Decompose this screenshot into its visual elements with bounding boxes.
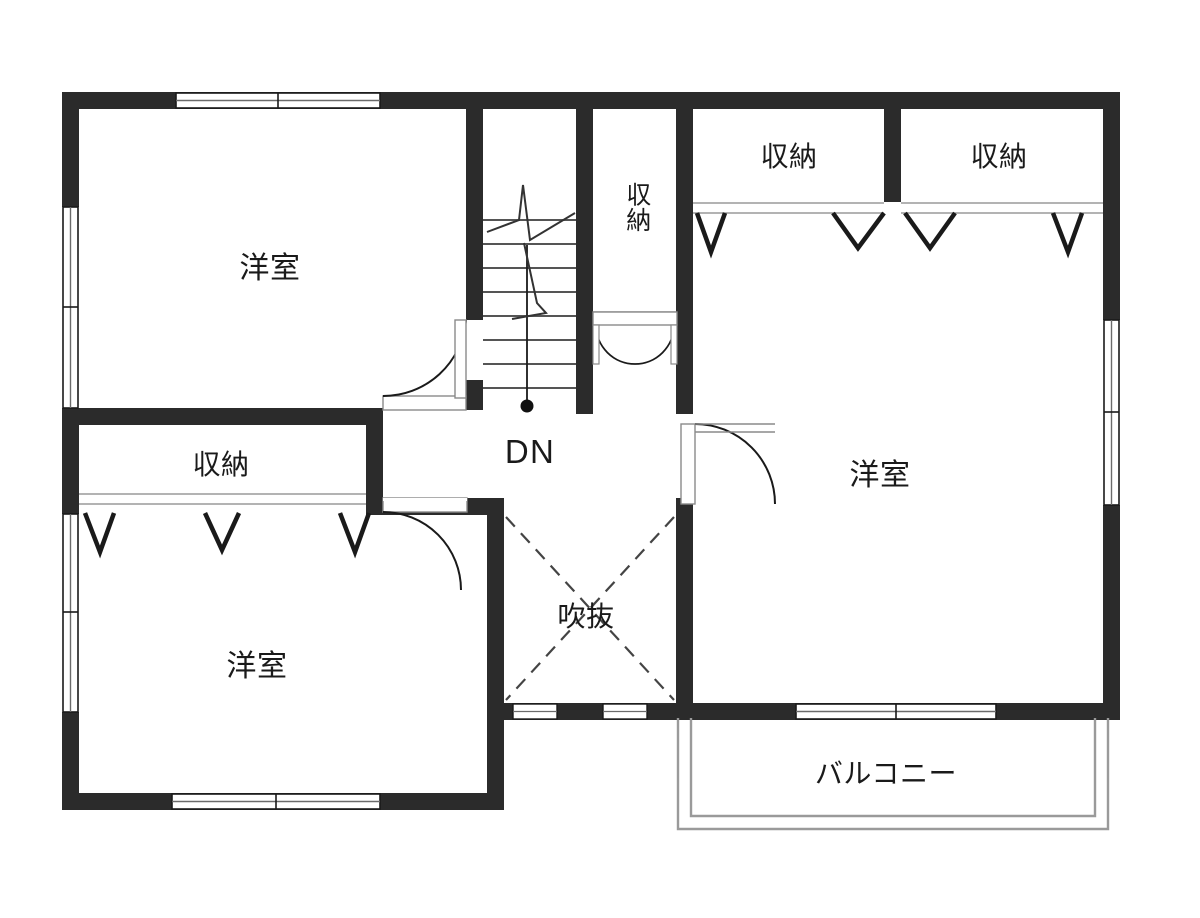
wall-mid-horizontal-left [62, 408, 382, 425]
wall-closet-divider-top-right [884, 92, 901, 202]
wall-outer-left-upper [62, 92, 79, 207]
room-label-closet-top-right-2: 収納 [970, 141, 1028, 172]
folding-door-closet-left [82, 512, 372, 559]
room-label-closet-top-right-1: 収納 [760, 141, 818, 172]
room-label-balcony: バルコニー [814, 758, 958, 789]
window-void-bottom-1 [512, 703, 558, 720]
window-left-upper [62, 206, 79, 409]
room-label-closet-left-middle: 収納 [192, 449, 250, 480]
stair-direction-label: DN [504, 433, 556, 470]
door-double-closet-middle [592, 311, 678, 365]
wall-landing-bottom [466, 395, 483, 410]
void-cross-icon [505, 516, 675, 701]
room-label-bedroom-bottom-left: 洋室 [226, 650, 288, 683]
wall-closet-left-right-side [366, 408, 383, 508]
wall-stair-left [466, 92, 483, 320]
balcony-outline [676, 718, 1110, 831]
wall-corridor-right-lower [676, 498, 693, 720]
wall-outer-left-lower [62, 712, 79, 810]
wall-corridor-right-upper [676, 92, 693, 414]
room-label-bedroom-right: 洋室 [849, 459, 911, 492]
wall-outer-right-upper [1103, 92, 1120, 320]
room-label-bedroom-top-left: 洋室 [239, 252, 301, 285]
folding-door-closet-top-right-1 [694, 211, 886, 259]
window-right-bottom [795, 703, 997, 720]
room-label-closet-top-middle: 収納 [622, 181, 651, 233]
window-void-bottom-2 [602, 703, 648, 720]
wall-outer-left-mid [62, 408, 79, 514]
wall-outer-right-lower [1103, 505, 1120, 720]
room-label-void: 吹抜 [557, 601, 615, 632]
window-right [1103, 319, 1120, 506]
door-swing-bedroom-bottom-left [382, 497, 468, 591]
folding-door-closet-top-right-2 [903, 211, 1085, 259]
window-group [62, 92, 1120, 810]
door-group [82, 211, 1085, 591]
window-top-left [175, 92, 381, 109]
window-bottom-left [171, 793, 381, 810]
stairs-icon [483, 184, 576, 413]
door-swing-bedroom-right [680, 423, 776, 505]
wall-left-closet-bottom [62, 498, 79, 514]
door-swing-bedroom-top-left [382, 319, 467, 411]
wall-void-left [487, 505, 504, 810]
window-left-lower [62, 513, 79, 713]
wall-stair-right [576, 92, 593, 414]
